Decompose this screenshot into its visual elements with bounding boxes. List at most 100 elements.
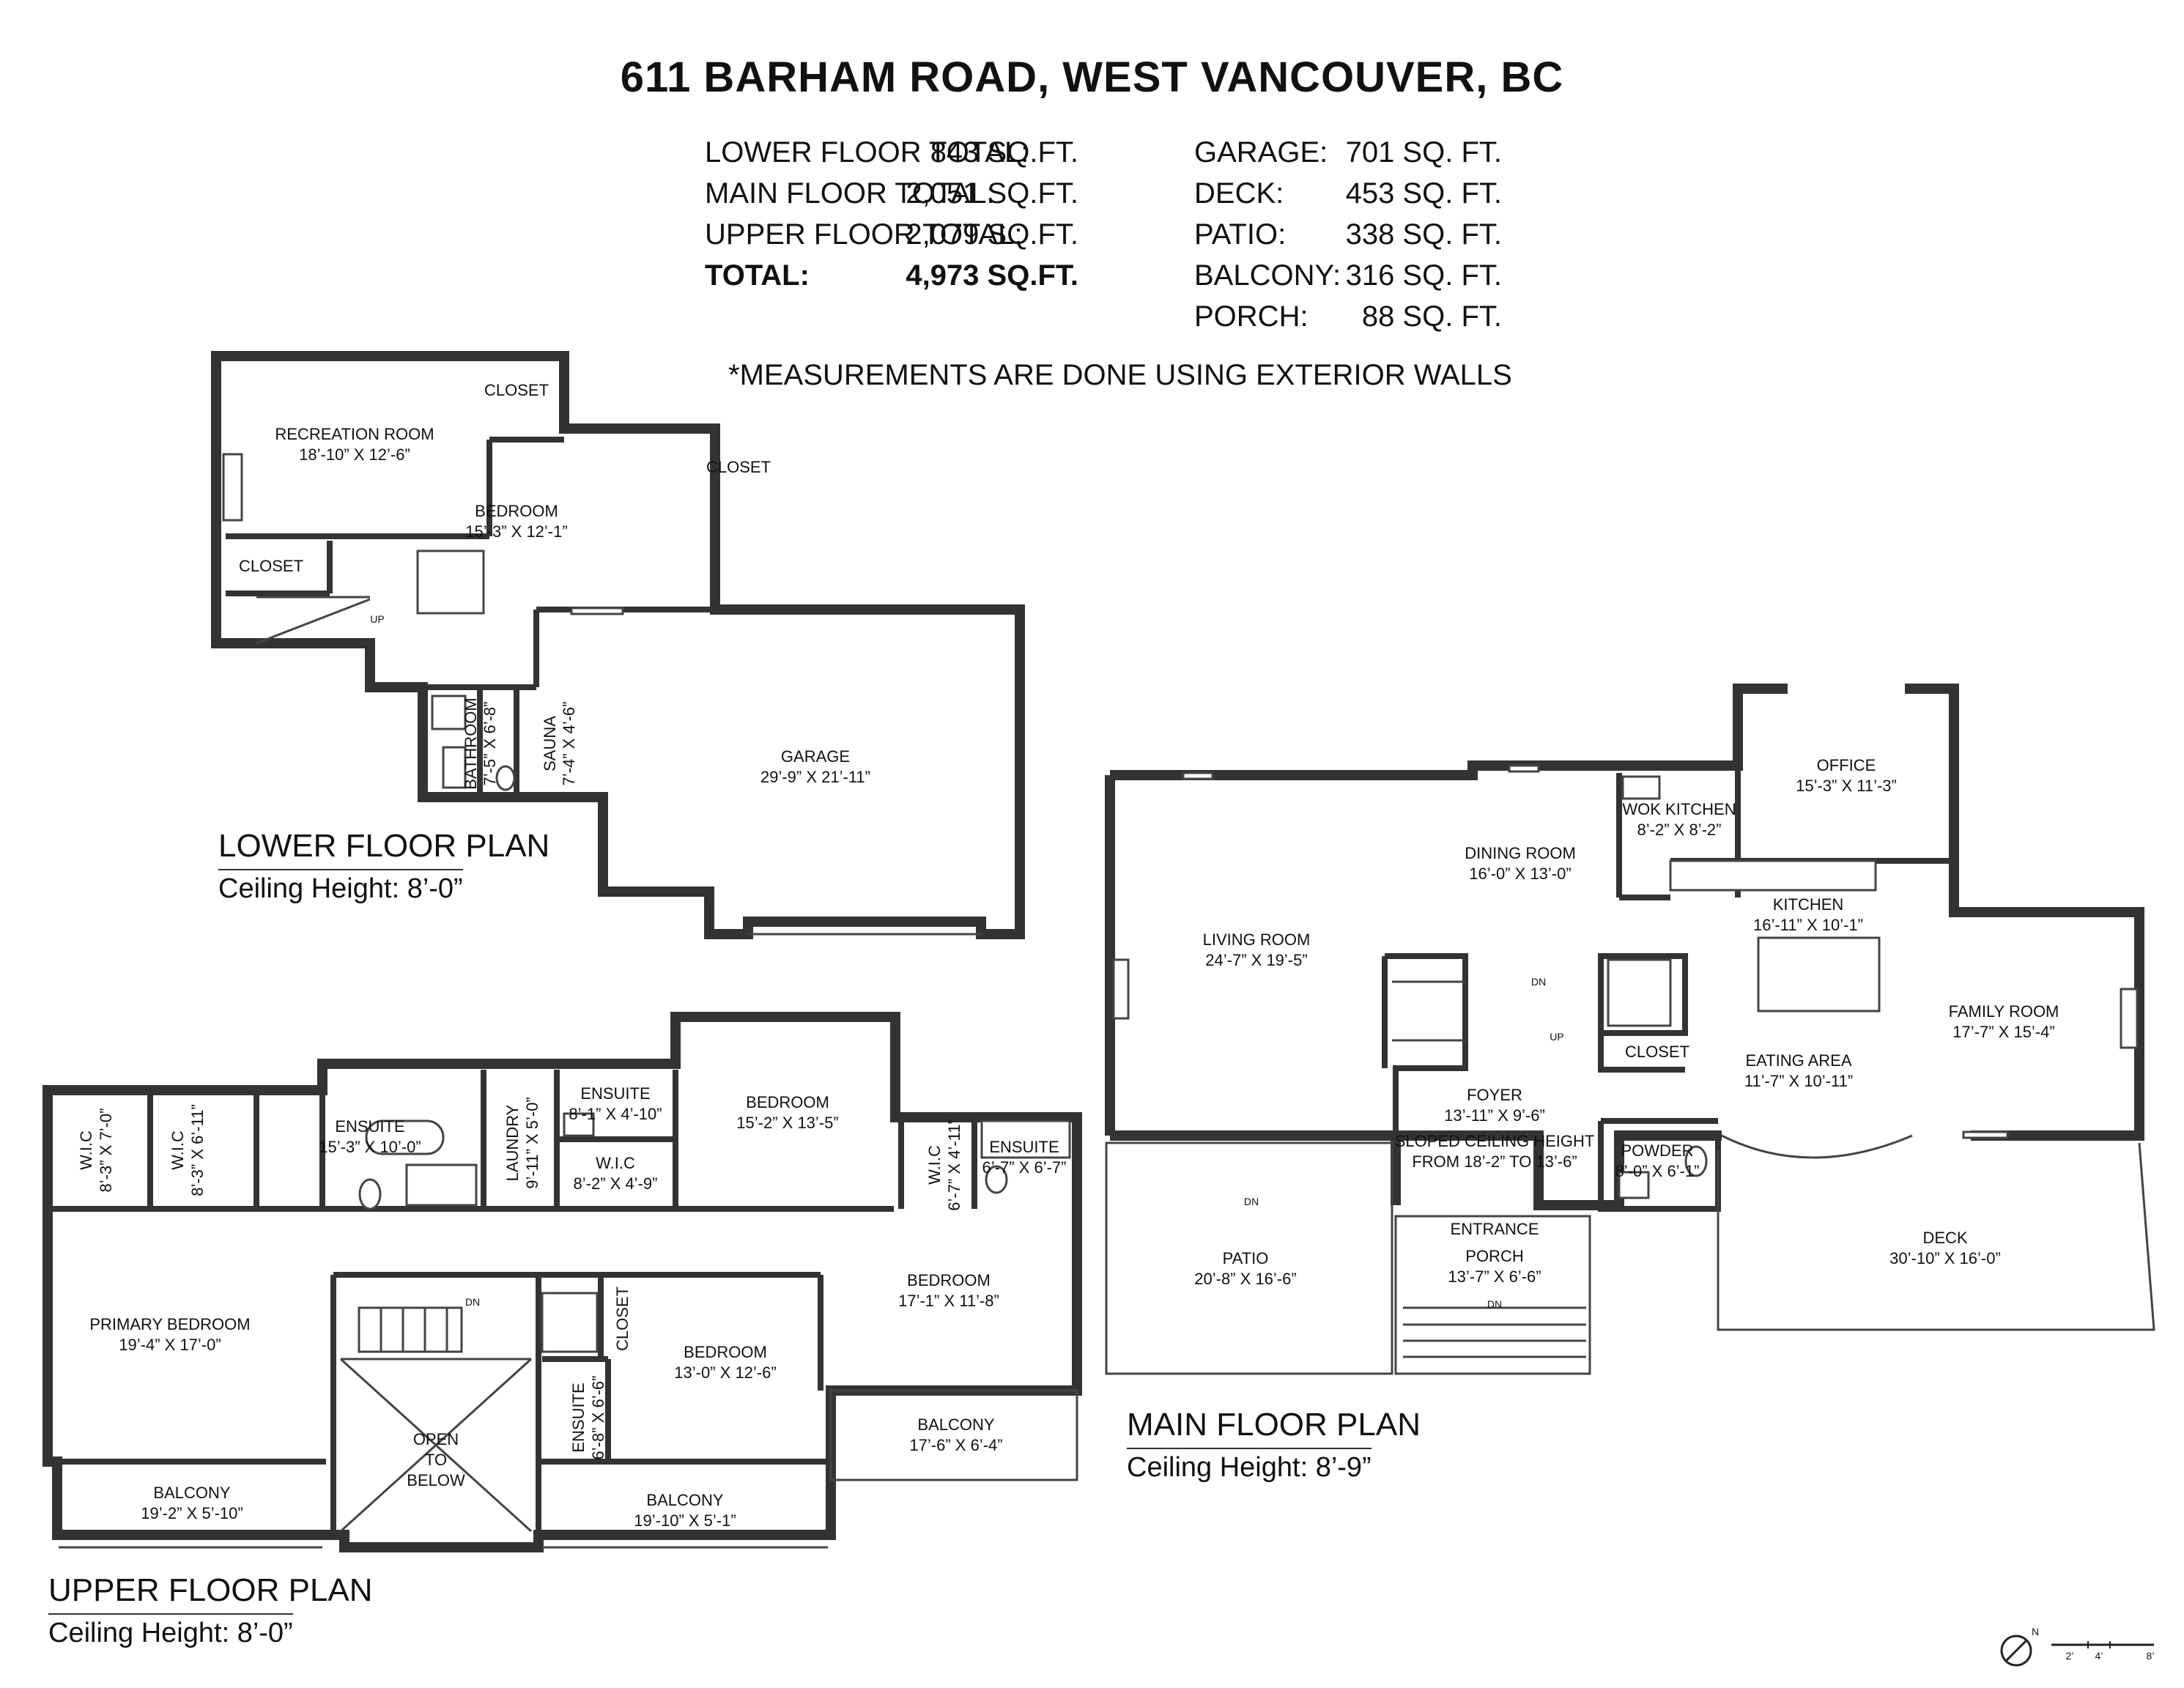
kitchen-island (1757, 936, 1881, 1013)
room-dims: 24’-7” X 19’-5” (1205, 951, 1307, 969)
room-dims: 19’-4” X 17’-0” (119, 1336, 221, 1354)
extras-row: PORCH: 88 SQ. FT. (1194, 296, 1502, 337)
stair-up-label: UP (1550, 1031, 1563, 1043)
measurement-note: *MEASUREMENTS ARE DONE USING EXTERIOR WA… (728, 359, 1512, 391)
toilet-fixture (495, 765, 516, 791)
room-dims: 8’-3” X 6’-11” (188, 1104, 207, 1196)
extras-value: 316 SQ. FT. (1345, 259, 1502, 292)
compass-scale: N 2’ 4’ 8’ (2000, 1626, 2154, 1667)
toilet-fixture (1684, 1145, 1708, 1177)
page-title: 611 BARHAM ROAD, WEST VANCOUVER, BC (620, 53, 1564, 101)
room-label: WOK KITCHEN (1622, 800, 1736, 818)
outdoor-area-summary: GARAGE:701 SQ. FT. DECK: 453 SQ. FT. PATI… (1194, 132, 1502, 337)
open-to-below-label: TO (425, 1451, 447, 1469)
room-label: W.I.C (169, 1130, 187, 1170)
tub-fixture (222, 453, 243, 522)
extras-label: DECK: (1194, 177, 1284, 210)
room-label: ENTRANCE (1450, 1220, 1539, 1238)
room-label: BEDROOM (475, 502, 558, 520)
sloped-ceiling-note: FROM 18’-2” TO 13’-6” (1412, 1152, 1577, 1171)
room-label: BEDROOM (746, 1093, 829, 1111)
room-label: FOYER (1467, 1086, 1522, 1104)
elevator-fixture (1607, 958, 1672, 1027)
upper-floor-plan: PRIMARY BEDROOM 19’-4” X 17’-0” W.I.C 8’… (42, 1012, 1082, 1552)
staircase (358, 1306, 463, 1353)
room-dims: 30’-10” X 16’-0” (1889, 1249, 2001, 1267)
extras-label: BALCONY: (1194, 259, 1341, 292)
room-dims: 8’-2” X 8’-2” (1637, 821, 1722, 839)
summary-row-total: TOTAL: 4,973 SQ.FT. (705, 255, 1511, 296)
room-label: EATING AREA (1745, 1051, 1851, 1070)
room-dims: 19’-2” X 5’-10” (141, 1504, 243, 1522)
extras-label: PORCH: (1194, 300, 1308, 333)
sink-fixture (431, 695, 467, 730)
room-dims: 7’-5” X 6’-8” (481, 702, 499, 786)
fireplace (1112, 958, 1130, 1020)
stair-dn-label: DN (1487, 1298, 1502, 1310)
summary-value: 2,079 SQ.FT. (906, 218, 1078, 251)
fireplace (2120, 988, 2139, 1049)
extras-value: 701 SQ. FT. (1345, 136, 1502, 169)
bathtub-fixture (365, 1119, 445, 1155)
toilet-fixture (358, 1178, 382, 1210)
room-dims: 13’-7” X 6’-6” (1448, 1267, 1541, 1286)
room-dims: 16’-11” X 10’-1” (1753, 916, 1863, 934)
sloped-ceiling-note: SLOPED CEILING HEIGHT (1395, 1132, 1595, 1150)
summary-row: MAIN FLOOR TOTAL:2,051 SQ.FT. (705, 173, 1511, 214)
open-to-below-label: BELOW (407, 1471, 465, 1489)
room-dims: 6’-8” X 6’-6” (589, 1376, 607, 1460)
closet-label: CLOSET (239, 557, 303, 575)
elevator-fixture (541, 1292, 599, 1353)
shower-fixture (442, 746, 467, 789)
floor-area-summary: LOWER FLOOR TOTAL:843 SQ.FT. MAIN FLOOR … (705, 132, 1511, 296)
scale-label: 4’ (2095, 1650, 2103, 1662)
room-label: SAUNA (541, 716, 559, 771)
wok-sink (1621, 775, 1661, 800)
room-label: FAMILY ROOM (1949, 1002, 2059, 1021)
main-floor-plan: LIVING ROOM 24’-7” X 19’-5” DINING ROOM … (1105, 684, 2155, 1375)
room-label: BATHROOM (462, 697, 480, 789)
window (1182, 771, 1214, 780)
room-dims: 11’-7” X 10’-11” (1744, 1072, 1853, 1090)
room-label: LAUNDRY (503, 1104, 522, 1181)
closet-label: CLOSET (706, 458, 771, 476)
room-label: BEDROOM (684, 1343, 767, 1361)
powder-sink (1618, 1171, 1650, 1199)
shower-fixture (405, 1163, 478, 1207)
extras-value: 453 SQ. FT. (1345, 177, 1502, 210)
summary-label: TOTAL: (705, 259, 810, 292)
room-dims: 15’-3” X 10’-0” (319, 1138, 421, 1156)
room-dims: 15’-2” X 13’-5” (736, 1114, 838, 1132)
room-dims: 13’-11” X 9’-6” (1444, 1106, 1545, 1125)
room-label: GARAGE (781, 747, 850, 766)
room-dims: 6’-7” X 4’-11” (945, 1119, 963, 1211)
extras-label: PATIO: (1194, 218, 1287, 251)
lower-floor-ceiling-height: Ceiling Height: 8’-0” (218, 869, 463, 905)
room-dims: 17’-7” X 15’-4” (1952, 1023, 2054, 1041)
ensuite-shower (980, 1119, 1071, 1159)
extras-row: GARAGE:701 SQ. FT. (1194, 132, 1502, 173)
closet-label: CLOSET (1625, 1043, 1689, 1061)
room-dims: 8’-2” X 4’-9” (574, 1174, 658, 1193)
stair-up-label: UP (370, 613, 384, 625)
room-label: RECREATION ROOM (275, 425, 434, 443)
room-label: BALCONY (646, 1491, 723, 1509)
room-label: PORCH (1465, 1247, 1523, 1265)
extras-value: 88 SQ. FT. (1361, 300, 1502, 333)
compass-north-label: N (2032, 1626, 2039, 1637)
upper-floor-ceiling-height: Ceiling Height: 8’-0” (48, 1613, 293, 1649)
stair-dn-label: DN (1244, 1196, 1259, 1207)
washer-fixture (416, 549, 485, 615)
closet-label: CLOSET (484, 381, 549, 399)
window (1962, 1130, 2009, 1139)
window (1508, 764, 1540, 773)
room-label: ENSUITE (335, 1117, 404, 1136)
room-label: W.I.C (596, 1154, 635, 1172)
summary-value: 4,973 SQ.FT. (906, 259, 1078, 292)
summary-label: LOWER FLOOR TOTAL: (705, 136, 1029, 169)
room-label: LIVING ROOM (1203, 930, 1311, 949)
room-label: PATIO (1223, 1249, 1269, 1267)
summary-row: LOWER FLOOR TOTAL:843 SQ.FT. (705, 132, 1511, 173)
stair-dn-label: DN (465, 1296, 480, 1308)
window (570, 607, 624, 615)
